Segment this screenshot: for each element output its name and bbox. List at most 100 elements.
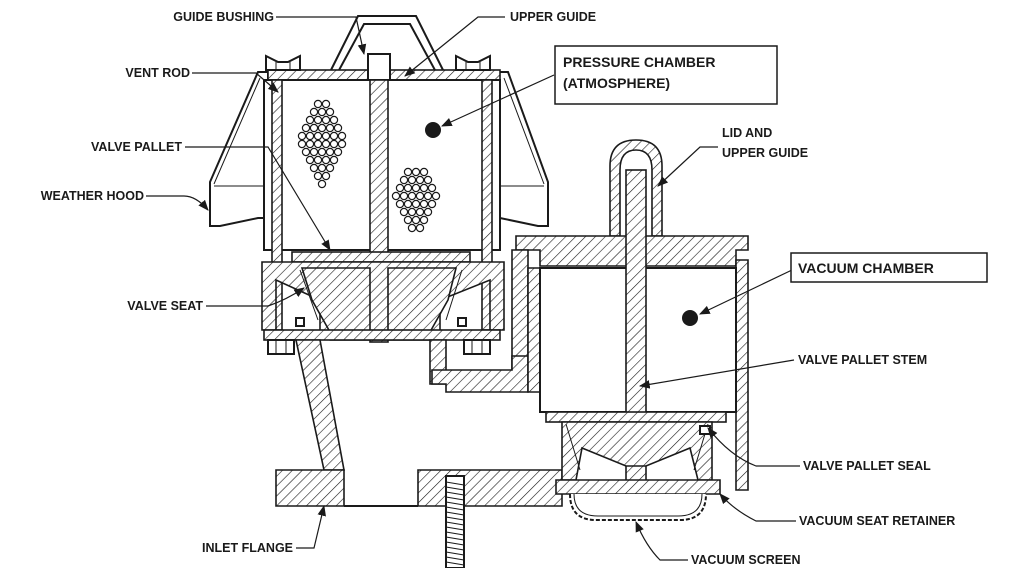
perforations-left — [297, 99, 347, 189]
perforation-hole — [297, 131, 307, 141]
perforation-hole — [329, 155, 339, 165]
label-weather-hood: WEATHER HOOD — [41, 189, 144, 203]
label-valve-pallet-stem: VALVE PALLET STEM — [798, 353, 927, 367]
label-valve-pallet: VALVE PALLET — [91, 140, 182, 154]
bolt-thread-line — [445, 531, 465, 536]
label-vacuum-chamber: VACUUM CHAMBER — [798, 260, 934, 276]
perforation-hole — [309, 147, 319, 157]
perforation-hole — [407, 175, 417, 185]
perforation-hole — [415, 207, 425, 217]
wing-nut-right — [455, 54, 491, 71]
pressure-chamber-label-box — [554, 45, 778, 105]
bolt-thread-line — [445, 541, 465, 546]
perforation-hole — [419, 167, 429, 177]
vacuum-chamber-dot — [682, 310, 698, 326]
perforation-hole — [399, 191, 409, 201]
perforation-hole — [411, 167, 421, 177]
bolt-thread-line — [445, 546, 465, 551]
bolt-thread-line — [445, 536, 465, 541]
perforation-hole — [423, 175, 433, 185]
label-lid-and: LID AND — [722, 126, 772, 140]
perforation-hole — [317, 163, 327, 173]
perforation-hole — [329, 139, 339, 149]
perforation-hole — [325, 123, 335, 133]
perforation-hole — [403, 199, 413, 209]
perforation-hole — [321, 115, 331, 125]
label-vacuum-seat-retainer: VACUUM SEAT RETAINER — [799, 514, 955, 528]
bolt-thread-line — [445, 521, 465, 526]
perforation-hole — [419, 199, 429, 209]
perforation-hole — [337, 139, 347, 149]
perforation-hole — [411, 199, 421, 209]
weather-hood-shape — [209, 71, 269, 227]
label-pressure-chamber: PRESSURE CHAMBER — [563, 54, 715, 70]
perforation-hole — [419, 215, 429, 225]
bolt-thread-line — [445, 526, 465, 531]
perforation-hole — [313, 131, 323, 141]
perforation-hole — [337, 131, 347, 141]
perforation-hole — [313, 155, 323, 165]
perforation-hole — [309, 107, 319, 117]
bolt-thread-line — [445, 511, 465, 516]
perforation-hole — [313, 171, 323, 181]
perforation-hole — [399, 175, 409, 185]
perforation-hole — [403, 183, 413, 193]
perforation-hole — [333, 147, 343, 157]
valve-seat-body — [261, 261, 505, 341]
perforation-hole — [325, 107, 335, 117]
vacuum-screen-shape — [569, 493, 707, 521]
bolt-thread-line — [445, 561, 465, 566]
wing-nut-left — [265, 54, 301, 71]
perforation-hole — [301, 123, 311, 133]
perforation-hole — [317, 179, 327, 189]
guide-bushing-shape — [367, 53, 391, 81]
perforation-hole — [427, 199, 437, 209]
bolt-thread-line — [445, 501, 465, 506]
perforation-hole — [313, 139, 323, 149]
bolt-thread-line — [445, 506, 465, 511]
perforation-hole — [407, 207, 417, 217]
perforation-hole — [411, 215, 421, 225]
perforation-hole — [313, 115, 323, 125]
perforation-hole — [297, 139, 307, 149]
bolt-thread-line — [445, 551, 465, 556]
perforation-hole — [395, 183, 405, 193]
pressure-riser-body — [295, 339, 345, 471]
perforation-hole — [333, 123, 343, 133]
perforation-hole — [305, 115, 315, 125]
perforation-hole — [329, 131, 339, 141]
perforation-hole — [305, 131, 315, 141]
pressure-assembly — [209, 15, 549, 471]
perforation-hole — [423, 191, 433, 201]
perforation-hole — [411, 183, 421, 193]
bolt-threads — [445, 481, 465, 566]
bolt-thread-line — [445, 481, 465, 486]
perforation-hole — [403, 215, 413, 225]
perforation-hole — [317, 123, 327, 133]
valve-pallet-plate — [291, 251, 471, 263]
vacuum-seat-retainer-shape — [555, 479, 721, 495]
label-vacuum-screen: VACUUM SCREEN — [691, 553, 801, 567]
label-lid-upper-guide: UPPER GUIDE — [722, 146, 808, 160]
perforation-hole — [317, 147, 327, 157]
perforation-hole — [407, 223, 417, 233]
perforation-hole — [415, 175, 425, 185]
perforation-hole — [325, 147, 335, 157]
bolt-thread-line — [445, 496, 465, 501]
bolt-thread-line — [445, 491, 465, 496]
label-valve-pallet-seal: VALVE PALLET SEAL — [803, 459, 931, 473]
perforation-hole — [305, 139, 315, 149]
perforation-hole — [427, 183, 437, 193]
pressure-chamber-dot — [425, 122, 441, 138]
perforation-hole — [415, 191, 425, 201]
perforation-hole — [309, 123, 319, 133]
perforation-hole — [407, 191, 417, 201]
leader-lines — [146, 16, 800, 561]
perforation-hole — [431, 191, 441, 201]
vacuum-assembly — [431, 139, 749, 521]
perforation-hole — [329, 115, 339, 125]
perforation-hole — [399, 207, 409, 217]
perforation-hole — [317, 107, 327, 117]
